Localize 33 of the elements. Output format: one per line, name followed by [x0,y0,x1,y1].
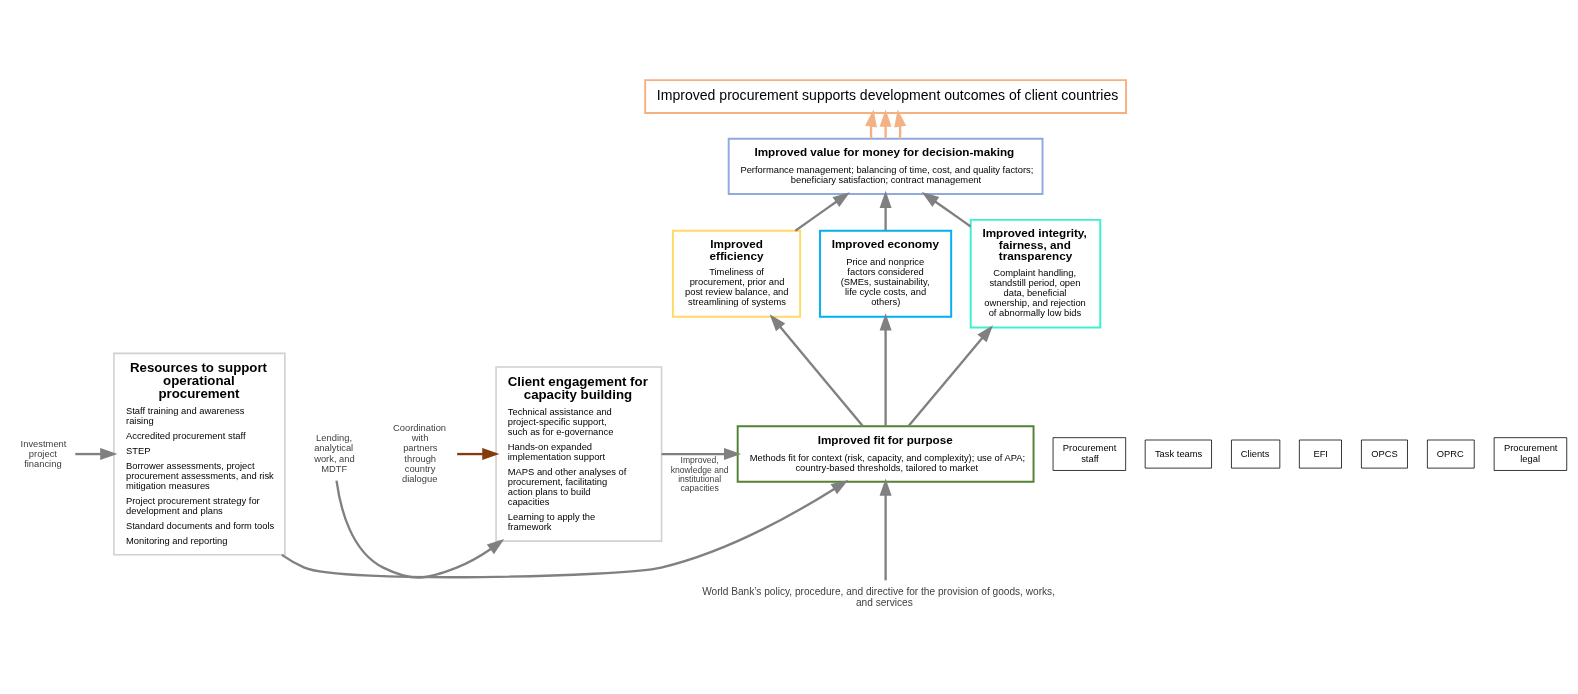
arrow [794,191,850,232]
node-box: Improved fit for purpose Methods fit for context (risk, capacity, and complexity); use of APA; country-based thresholds, tailored to market [736,424,1035,483]
node-box: Improved procurement supports development outcomes of client countries [644,78,1128,114]
node-box: Resources to support operational procurement Staff training and awareness raising Accredited procurement staff STEP Borrower assessments, project procurement assessments, and risk mitigation measures Project procurement strategy for development and plans Standard documents and form tools Monitoring and reporting [113,352,286,556]
arrow [921,191,972,227]
arrow [769,313,864,427]
node-box: EFI [1298,439,1342,468]
arrow [879,190,892,231]
arrow [879,109,892,139]
arrow [879,312,892,426]
arrow [335,480,505,579]
node-text: Lending, analytical work, and MDTF [314,432,355,474]
node-box: Client engagement for capacity building Technical assistance and project-specific support, such as for e-governance Hands-on expanded implementation support MAPS and other analyses of procurement, facilitating action plans to build capacities Learning to apply the framework [495,365,663,542]
node-text: World Bank’s policy, procedure, and directive for the provision of goods, works, and services [702,585,1056,608]
arrow [661,447,742,460]
arrow [75,447,118,460]
node-box: Task teams [1144,439,1212,468]
node-text: Coordination with partners through country dialogue [393,422,447,484]
arrow [457,447,500,460]
node-box: Improved economy Price and nonprice factors considered (SMEs, sustainability, life cycle costs, and others) [819,229,953,318]
node-box: Clients [1231,439,1281,468]
node-box: Improved integrity, fairness, and transparency Complaint handling, standstill period, open data, beneficial ownership, and rejection of abnormally low bids [969,218,1102,329]
edge-label: Improved, knowledge and institutional capacities [670,454,729,493]
node-box: Procurement legal [1493,436,1568,471]
arrow [879,477,892,580]
node-box: Procurement staff [1052,436,1127,471]
arrow [281,479,849,578]
node-text: Investment project financing [20,438,67,469]
node-box: OPCS [1361,439,1408,468]
node-box: Improved value for money for decision-making Performance management; balancing of time, cost, and quality factors; beneficiary satisfaction; contract management [727,137,1044,195]
arrow [907,324,993,427]
node-box: Improved efficiency Timeliness of procurement, prior and post review balance, and streamlining of systems [671,229,802,318]
node-box: OPRC [1427,439,1475,468]
